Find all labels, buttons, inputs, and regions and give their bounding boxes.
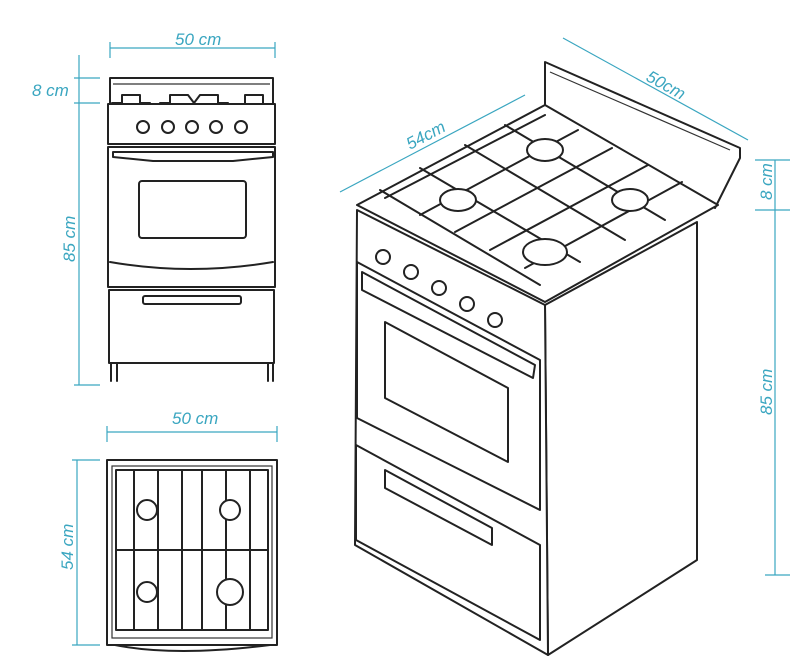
knob-icon <box>375 249 391 265</box>
knob-icon <box>234 120 248 134</box>
iso-height-label: 85 cm <box>757 369 776 415</box>
drawer-handle <box>142 295 242 305</box>
cooktop <box>356 104 719 303</box>
burner-icon <box>526 138 564 162</box>
cooktop-outline <box>106 459 278 646</box>
iso-knobs <box>375 249 503 328</box>
knobs <box>136 120 248 134</box>
iso-depth-label: 54cm <box>403 117 449 153</box>
iso-backsplash-label: 8 cm <box>757 163 776 200</box>
top-depth-label: 54 cm <box>58 524 77 570</box>
burner-icon <box>216 578 244 606</box>
top-burners <box>136 499 244 606</box>
burner-icon <box>522 238 568 266</box>
knob-icon <box>459 296 475 312</box>
grate-bars <box>379 114 683 286</box>
drawer <box>108 289 275 364</box>
knob-icon <box>185 120 199 134</box>
oven-window <box>138 180 247 239</box>
control-panel <box>107 103 276 145</box>
knob-icon <box>209 120 223 134</box>
oven-door <box>107 146 276 288</box>
front-backsplash-label: 8 cm <box>32 81 69 100</box>
knob-icon <box>431 280 447 296</box>
oven-door <box>356 261 541 511</box>
door-bottom-curve <box>109 261 274 270</box>
iso-view: 54cm 50cm 8 cm 85 cm <box>339 37 790 656</box>
front-view: 50 cm 8 cm 85 cm <box>32 30 276 386</box>
knob-edge <box>114 644 271 652</box>
burner-icon <box>611 188 649 212</box>
knob-icon <box>161 120 175 134</box>
burner-icon <box>136 581 158 603</box>
grate-bars <box>115 469 269 631</box>
iso-burners <box>439 138 649 266</box>
burner-icon <box>439 188 477 212</box>
burner-icon <box>219 499 241 521</box>
knob-icon <box>136 120 150 134</box>
drawer-handle <box>384 469 493 546</box>
oven-handle <box>112 151 274 162</box>
burner-icon <box>136 499 158 521</box>
drawer <box>355 444 541 641</box>
iso-width-label: 50cm <box>643 67 689 104</box>
front-height-label: 85 cm <box>60 216 79 262</box>
legs <box>110 362 274 382</box>
top-view: 50 cm 54 cm <box>58 409 278 652</box>
oven-handle <box>361 271 536 379</box>
front-width-label: 50 cm <box>175 30 221 49</box>
backsplash <box>544 61 741 209</box>
knob-icon <box>403 264 419 280</box>
knob-icon <box>487 312 503 328</box>
top-width-label: 50 cm <box>172 409 218 428</box>
oven-window <box>384 321 509 463</box>
